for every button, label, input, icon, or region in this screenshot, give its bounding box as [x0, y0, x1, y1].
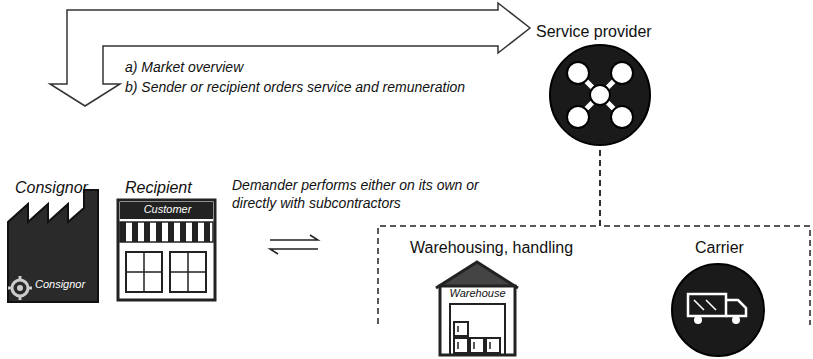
- node-heading: Carrier: [695, 238, 744, 257]
- node-heading: Warehousing, handling: [410, 238, 573, 257]
- carrier-node: Carrier: [640, 236, 810, 358]
- note: Demander performs either on its own or d…: [232, 176, 494, 212]
- truck-icon: [672, 264, 764, 356]
- factory-icon: [8, 190, 98, 302]
- consignor-node: ConsignorConsignor: [5, 106, 110, 306]
- warehouse-node: Warehousing, handlingWarehouse: [378, 236, 578, 358]
- service-provider-node: Service provider: [530, 18, 670, 150]
- exchange-arrows: [270, 235, 318, 254]
- hollow-arrow: [50, 3, 530, 106]
- node-heading: Consignor: [15, 178, 88, 197]
- node-heading: Service provider: [536, 22, 652, 41]
- network-icon: [550, 45, 650, 145]
- dashed-bracket: [378, 150, 600, 325]
- node-heading: Recipient: [125, 178, 192, 197]
- dashed-bracket: [600, 150, 810, 325]
- icon-lettering: Consignor: [35, 278, 85, 291]
- icon-lettering: Customer: [120, 203, 215, 216]
- warehouse-icon: [436, 262, 518, 355]
- icon-lettering: Warehouse: [442, 287, 513, 300]
- shop-icon: [118, 200, 215, 300]
- arrow-note: a) Market overview: [125, 58, 243, 76]
- arrow-note: b) Sender or recipient orders service an…: [125, 78, 465, 96]
- recipient-node: RecipientCustomer: [115, 170, 220, 305]
